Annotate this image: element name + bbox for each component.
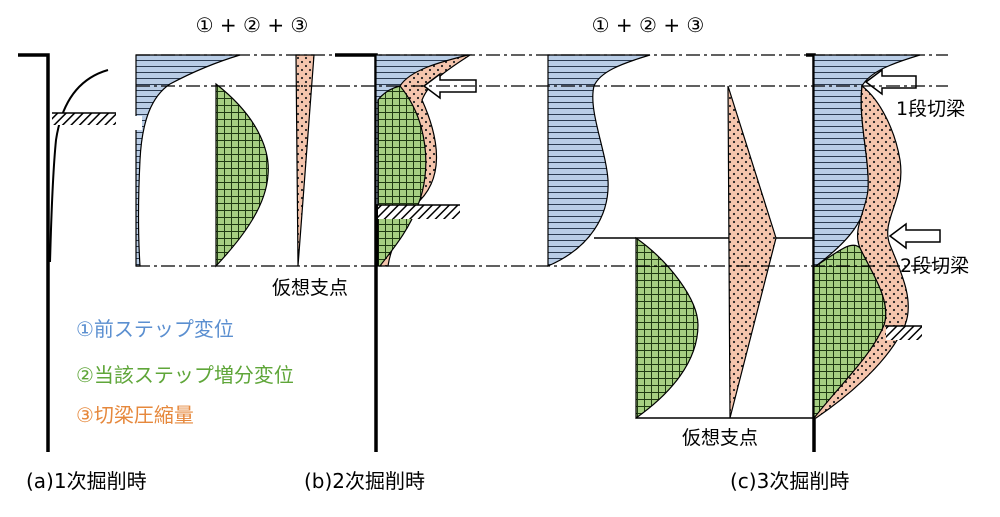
displacement-2-c: [635, 236, 699, 420]
reference-lines: [136, 54, 948, 267]
caption-a: (a)1次掘削時: [26, 469, 147, 493]
displacement-2-c-result: [813, 244, 887, 420]
caption-c: (c)3次掘削時: [730, 469, 849, 493]
wall-b: [335, 53, 378, 452]
panel-a: [18, 53, 116, 452]
displacement-2-b: [215, 82, 269, 268]
displacement-1-c: [547, 54, 651, 267]
strut-arrow-2-c: [888, 222, 941, 250]
strut-mark-b: [134, 116, 142, 130]
virtual-support-label-b: 仮想支点: [272, 277, 348, 299]
caption-b: (b)2次掘削時: [304, 469, 425, 493]
displacement-3-c-result: [813, 84, 909, 419]
legend-item-strut-compression: ③切梁圧縮量: [76, 403, 194, 427]
legend-item-incremental-step: ②当該ステップ増分変位: [76, 363, 294, 387]
strut-label-2: 2段切梁: [900, 255, 969, 277]
displacement-2-b-result: [377, 85, 427, 267]
strut-arrow-1-c: [864, 68, 917, 96]
ground-hatch-b: [378, 205, 460, 219]
strut-label-1: 1段切梁: [896, 98, 965, 120]
displacement-3-c: [727, 85, 777, 419]
wall-c: [806, 53, 816, 452]
formula-c: ① + ② + ③: [592, 13, 705, 37]
ground-hatch-c: [886, 326, 922, 340]
displacement-1-b: [135, 54, 241, 267]
deflection-curve-a: [49, 69, 109, 263]
ground-hatch-a: [52, 113, 116, 125]
wall-a: [18, 53, 50, 452]
virtual-support-label-c: 仮想支点: [682, 427, 758, 449]
legend-item-previous-step: ①前ステップ変位: [76, 317, 234, 341]
formula-b: ① + ② + ③: [196, 13, 309, 37]
panel-c: 1段切梁 2段切梁 仮想支点: [547, 53, 969, 452]
legend: ①前ステップ変位 ②当該ステップ増分変位 ③切梁圧縮量: [76, 317, 294, 427]
panel-b: 仮想支点: [134, 53, 477, 452]
